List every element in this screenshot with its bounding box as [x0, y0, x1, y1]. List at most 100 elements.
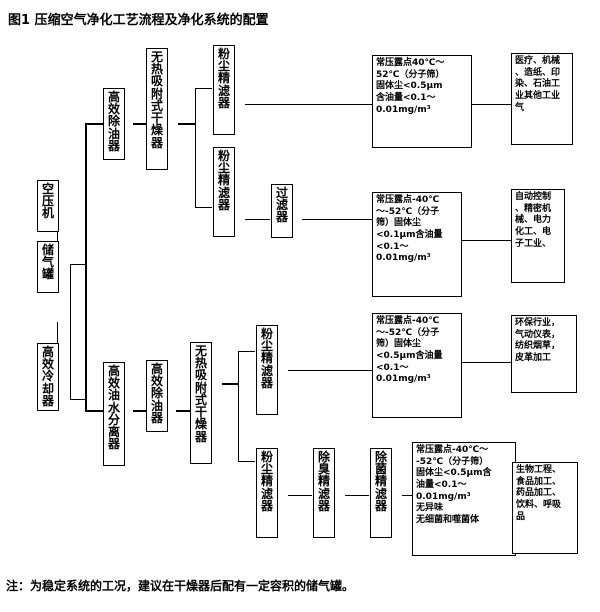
equipment-dryer-top[interactable]: 无热吸附式干燥器 — [146, 48, 168, 170]
dust-filter-1-label-char: 器 — [217, 95, 230, 110]
dust-filter-2-label-char: 精 — [217, 173, 230, 188]
split-vertical-bottom — [238, 351, 239, 462]
footnote: 注：为稳定系统的工况，建议在干燥器后配有一定容积的储气罐。 — [6, 579, 355, 593]
spec-box-1: 常压露点40℃～ 52℃（分子筛） 固体尘<0.5μm 含油量<0.1～ 0.0… — [372, 55, 472, 148]
dust-filter-1-label-char: 精 — [217, 71, 230, 86]
spec-line: 常压露点40℃～ — [376, 58, 445, 68]
equipment-sterile-filter[interactable]: 除菌精滤器 — [370, 448, 392, 538]
connector-sterile-to-spec4 — [402, 495, 414, 496]
oil-remover-top-label-char: 除 — [107, 114, 120, 129]
oil-remover-bottom-label-char: 除 — [150, 386, 163, 401]
connector-left-branch-spine — [70, 264, 71, 400]
equipment-dryer-bottom[interactable]: 无热吸附式干燥器 — [190, 342, 212, 464]
connector-spec1-to-app1 — [472, 104, 511, 105]
connector-tank-right — [70, 264, 86, 265]
spec-line: 52℃（分子筛） — [376, 69, 445, 80]
dryer-bottom-label-char: 吸 — [194, 368, 207, 383]
dust-filter-3-label-char: 器 — [260, 375, 273, 390]
connector-spec3-to-app3 — [462, 362, 511, 363]
equipment-filter[interactable]: 过滤器 — [271, 184, 293, 238]
dust-filter-3-label: 粉尘精滤器 — [261, 328, 273, 389]
connector-tank-cooler — [57, 322, 58, 344]
dust-filter-1-label-char: 粉 — [217, 47, 230, 61]
dryer-top-label-char: 燥 — [150, 123, 163, 138]
cooler-label-char: 却 — [41, 381, 54, 396]
equipment-deodor-filter[interactable]: 除臭精滤器 — [313, 448, 335, 538]
equipment-dust-filter-2[interactable]: 粉尘精滤器 — [213, 147, 235, 237]
dust-filter-2-label-char: 器 — [217, 197, 230, 212]
air-compressor-label-char: 空 — [41, 182, 54, 196]
oil-water-separator-label-char: 离 — [107, 425, 120, 440]
air-tank-label-char: 储 — [41, 243, 54, 257]
dryer-top-label-char: 器 — [150, 135, 163, 150]
page-title: 图1 压缩空气净化工艺流程及净化系统的配置 — [8, 13, 269, 28]
dust-filter-2-label-char: 尘 — [217, 161, 230, 176]
spec-box-2: 常压露点-40℃ ～-52℃（分子 筛）固体尘 <0.1μm含油量 <0.1～ … — [372, 192, 462, 297]
connector-dryer-split-top — [178, 123, 195, 125]
dryer-top-label-char: 热 — [150, 62, 163, 77]
application-line: 化工、电 — [515, 227, 552, 238]
spec-line: 常压露点-40℃ — [376, 195, 440, 205]
dust-filter-4-label-char: 粉 — [260, 450, 273, 464]
dust-filter-3-label-char: 精 — [260, 351, 273, 366]
dust-filter-2-label-char: 滤 — [217, 185, 230, 200]
application-box-4: 生物工程、 食品加工、 药品加工、 饮料、呼吸 品 — [512, 462, 578, 554]
dust-filter-4-label: 粉尘精滤器 — [261, 451, 273, 512]
dust-filter-3-label-char: 滤 — [260, 363, 273, 378]
connector-deodor-to-sterile — [345, 495, 369, 496]
dryer-bottom-label-char: 热 — [194, 356, 207, 371]
connector-filter-to-spec2 — [302, 219, 373, 220]
connector-separator-oilremover — [133, 410, 146, 412]
spec-line: <0.5μm含油量 — [376, 351, 443, 362]
connector-trunk-to-top-oilremover — [85, 123, 103, 125]
spec-line: 0.01mg/m³ — [376, 104, 431, 115]
equipment-air-tank[interactable]: 储气罐 — [37, 241, 59, 293]
application-line: 气动仪表， — [515, 329, 561, 340]
application-line: 生物工程、 — [516, 465, 562, 475]
application-line: 、造纸、印 — [515, 67, 561, 78]
connector-dust2-to-filter — [245, 219, 270, 220]
equipment-oil-remover-bottom[interactable]: 高效除油器 — [146, 360, 168, 432]
dust-filter-1-label-char: 尘 — [217, 59, 230, 74]
equipment-cooler[interactable]: 高效冷却器 — [37, 343, 59, 411]
application-line: 、精密机 — [515, 203, 552, 214]
spec-box-4: 常压露点-40℃～ -52℃（分子筛） 固体尘<0.5μm含 油量<0.1～ 0… — [412, 442, 516, 556]
spec-line: 常压露点-40℃ — [376, 316, 440, 326]
spec-line: 0.01mg/m³ — [376, 374, 431, 385]
application-line: 皮革加工 — [515, 353, 552, 364]
oil-water-separator-label-char: 效 — [107, 376, 120, 391]
equipment-oil-water-separator[interactable]: 高效油水分离器 — [103, 362, 125, 466]
application-line: 环保行业， — [515, 318, 561, 328]
spec-line: <0.1μm含油量 — [376, 230, 443, 241]
deodor-filter-label-char: 精 — [317, 474, 330, 489]
oil-water-separator-label-char: 油 — [107, 388, 120, 403]
application-line: 气 — [515, 102, 525, 113]
dust-filter-3-label-char: 尘 — [260, 339, 273, 354]
oil-remover-bottom-label-char: 器 — [150, 410, 163, 425]
dryer-top-label-char: 干 — [150, 111, 163, 126]
application-line: 食品加工、 — [516, 476, 562, 487]
connector-dust1-to-spec1 — [245, 104, 373, 105]
dust-filter-2-label-char: 粉 — [217, 149, 230, 163]
sterile-filter-label-char: 菌 — [374, 462, 387, 477]
equipment-oil-remover-top[interactable]: 高效除油器 — [103, 88, 125, 160]
oil-remover-top-label: 高效除油器 — [108, 91, 120, 152]
spec-line: 筛）固体尘 — [376, 218, 422, 229]
connector-dust3-to-spec3 — [288, 370, 373, 371]
spec-line: 无异味 — [416, 503, 444, 514]
equipment-dust-filter-3[interactable]: 粉尘精滤器 — [256, 325, 278, 415]
dryer-bottom-label: 无热吸附式干燥器 — [195, 345, 207, 443]
spec-line: 固体尘<0.5μm含 — [416, 468, 492, 479]
equipment-dust-filter-4[interactable]: 粉尘精滤器 — [256, 448, 278, 538]
connector-split-to-dust4 — [238, 461, 255, 462]
equipment-air-compressor[interactable]: 空压机 — [37, 180, 59, 232]
dryer-top-label-char: 式 — [150, 98, 163, 113]
connector-dust4-to-deodor — [288, 495, 312, 496]
connector-cooler-right — [70, 399, 86, 400]
dust-filter-4-label-char: 精 — [260, 474, 273, 489]
dryer-top-label-char: 无 — [150, 50, 163, 64]
cooler-label-char: 效 — [41, 357, 54, 372]
equipment-dust-filter-1[interactable]: 粉尘精滤器 — [213, 45, 235, 135]
air-tank-label-char: 气 — [41, 255, 54, 270]
deodor-filter-label: 除臭精滤器 — [318, 451, 330, 512]
